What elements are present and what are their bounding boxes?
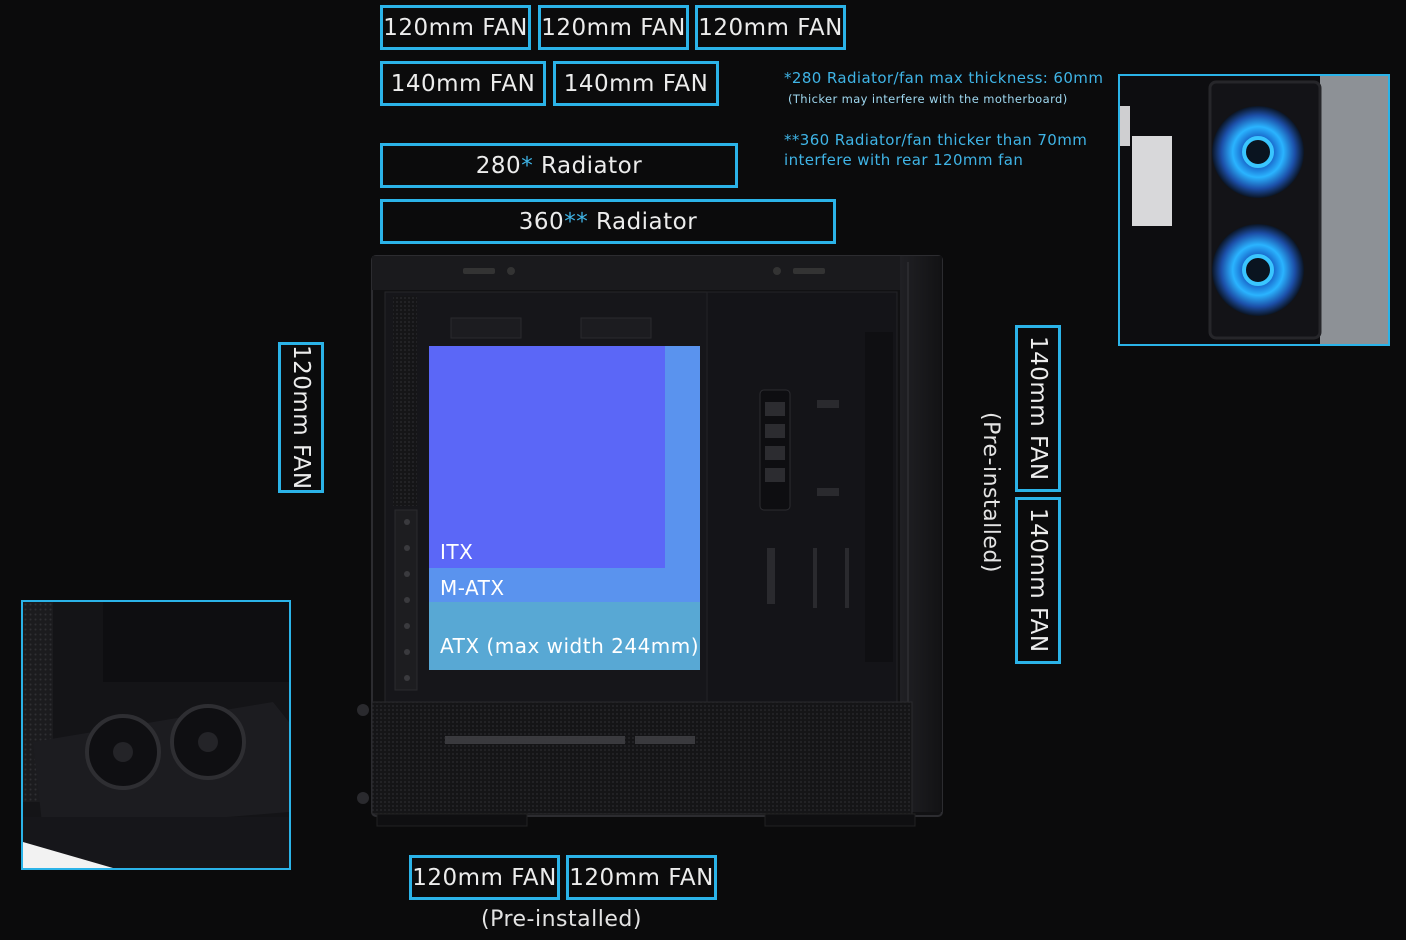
- bottom-fan-120-1: 120mm FAN: [409, 855, 560, 900]
- top-fan-140-2: 140mm FAN: [553, 61, 719, 106]
- atx-label: ATX (max width 244mm): [440, 634, 700, 658]
- top-fan-140-1: 140mm FAN: [380, 61, 546, 106]
- radiator-280-size: 280: [475, 152, 522, 179]
- matx-label: M-ATX: [440, 576, 505, 600]
- note-280-interfere: (Thicker may interfere with the motherbo…: [788, 92, 1068, 106]
- radiator-280-label: Radiator: [533, 152, 643, 179]
- radiator-280-star: *: [521, 152, 534, 179]
- note-360-line1: **360 Radiator/fan thicker than 70mm: [784, 131, 1088, 149]
- radiator-360: 360** Radiator: [380, 199, 836, 244]
- front-fan-140-2: 140mm FAN: [1015, 497, 1061, 664]
- motherboard-area-itx: [429, 346, 665, 568]
- bottom-fan-120-2: 120mm FAN: [566, 855, 717, 900]
- front-fan-140-1: 140mm FAN: [1015, 325, 1061, 492]
- radiator-360-star: **: [564, 208, 589, 235]
- front-preinstalled-caption: (Pre-installed): [978, 412, 1003, 573]
- top-fan-120-2: 120mm FAN: [538, 5, 689, 50]
- radiator-280: 280* Radiator: [380, 143, 738, 188]
- bottom-preinstalled-caption: (Pre-installed): [481, 907, 642, 932]
- rear-fan-120: 120mm FAN: [278, 342, 324, 493]
- radiator-360-label: Radiator: [588, 208, 698, 235]
- itx-label: ITX: [440, 540, 474, 564]
- top-fan-120-1: 120mm FAN: [380, 5, 531, 50]
- top-fan-120-3: 120mm FAN: [695, 5, 846, 50]
- note-360-line2: interfere with rear 120mm fan: [784, 151, 1024, 169]
- note-280-thickness: *280 Radiator/fan max thickness: 60mm: [784, 69, 1104, 87]
- front-fans-photo: [1118, 74, 1390, 346]
- bottom-fans-photo: [21, 600, 291, 870]
- radiator-360-size: 360: [518, 208, 565, 235]
